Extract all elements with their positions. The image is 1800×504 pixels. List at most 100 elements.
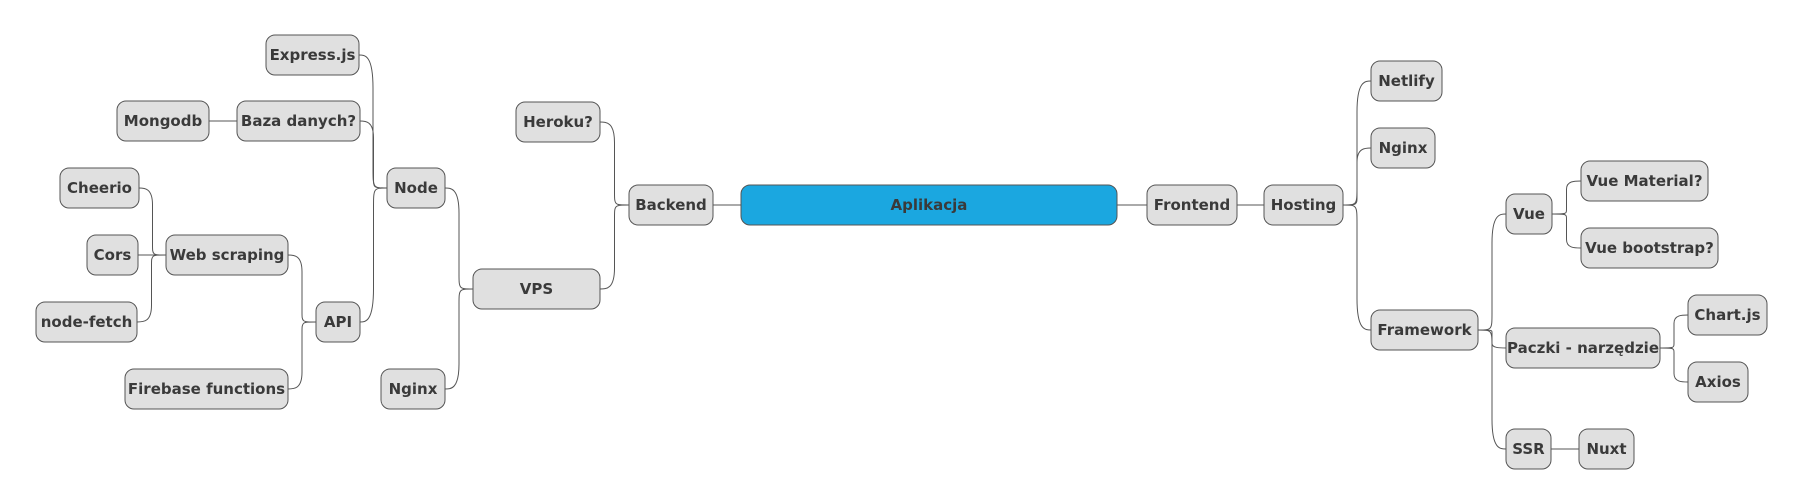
node-box xyxy=(740,184,1118,226)
node-express: Express.js xyxy=(265,34,360,76)
node-nginx-host: Nginx xyxy=(1370,127,1436,169)
node-frontend: Frontend xyxy=(1146,184,1238,226)
node-box xyxy=(59,167,140,209)
node-box xyxy=(515,101,601,143)
edge-node-to-api xyxy=(359,187,388,323)
mind-map-nodes: Aplikacja Backend Heroku? VPS Node Express.js… xyxy=(35,34,1768,470)
node-box xyxy=(315,301,361,343)
node-firebase: Firebase functions xyxy=(124,368,289,410)
edge-vue-to-vuematerial xyxy=(1551,180,1582,215)
node-nuxt: Nuxt xyxy=(1578,428,1635,470)
node-box xyxy=(628,184,714,226)
node-axios: Axios xyxy=(1687,361,1749,403)
edge-webscraping-to-cheerio xyxy=(138,187,167,256)
node-label: VPS xyxy=(520,280,553,298)
node-label: Cheerio xyxy=(67,179,132,197)
edge-api-to-firebase xyxy=(287,321,317,390)
node-box xyxy=(165,234,289,276)
node-box xyxy=(116,100,210,142)
node-box xyxy=(1263,184,1344,226)
node-box xyxy=(386,167,446,209)
node-box xyxy=(35,301,138,343)
root-node: Aplikacja xyxy=(740,184,1118,226)
node-hosting: Hosting xyxy=(1263,184,1344,226)
node-label: Heroku? xyxy=(523,113,593,131)
connector-lines xyxy=(136,54,1689,450)
node-label: Vue xyxy=(1513,205,1545,223)
node-box xyxy=(1370,309,1479,351)
node-box xyxy=(1687,361,1749,403)
node-box xyxy=(1370,60,1443,102)
node-mongodb: Mongodb xyxy=(116,100,210,142)
node-box xyxy=(236,100,361,142)
node-label: Vue bootstrap? xyxy=(1585,239,1714,257)
node-label: Framework xyxy=(1377,321,1472,339)
node-vuematerial: Vue Material? xyxy=(1580,160,1709,202)
node-box xyxy=(1578,428,1635,470)
node-label: API xyxy=(324,313,352,331)
node-label: Express.js xyxy=(270,46,356,64)
node-label: Hosting xyxy=(1271,196,1337,214)
node-nginx-vps: Nginx xyxy=(380,368,446,410)
edge-vps-to-node xyxy=(444,187,474,290)
node-label: Baza danych? xyxy=(241,112,356,130)
node-cheerio: Cheerio xyxy=(59,167,140,209)
node-netlify: Netlify xyxy=(1370,60,1443,102)
node-chartjs: Chart.js xyxy=(1687,294,1768,336)
edge-vps-to-nginx-vps xyxy=(444,288,474,390)
node-label: Firebase functions xyxy=(128,380,285,398)
node-box xyxy=(1370,127,1436,169)
node-label: SSR xyxy=(1512,440,1545,458)
edge-hosting-to-nginx-host xyxy=(1342,147,1372,206)
node-label: Paczki - narzędzie xyxy=(1507,339,1659,357)
node-ssr: SSR xyxy=(1505,428,1552,470)
node-label: node-fetch xyxy=(41,313,133,331)
node-vuebootstrap: Vue bootstrap? xyxy=(1580,227,1719,269)
node-nodefetch: node-fetch xyxy=(35,301,138,343)
node-box xyxy=(472,268,601,310)
node-heroku: Heroku? xyxy=(515,101,601,143)
node-box xyxy=(1505,428,1552,470)
node-label: Cors xyxy=(94,246,132,264)
node-vue: Vue xyxy=(1505,193,1553,235)
node-label: Axios xyxy=(1695,373,1741,391)
node-box xyxy=(265,34,360,76)
edge-framework-to-vue xyxy=(1477,213,1507,331)
node-label: Node xyxy=(394,179,438,197)
node-label: Vue Material? xyxy=(1586,172,1702,190)
node-box xyxy=(1687,294,1768,336)
edge-framework-to-ssr xyxy=(1477,329,1507,450)
node-label: Mongodb xyxy=(124,112,203,130)
node-box xyxy=(380,368,446,410)
node-box xyxy=(1505,193,1553,235)
node-box xyxy=(1580,227,1719,269)
node-label: Backend xyxy=(635,196,707,214)
node-box xyxy=(86,234,139,276)
node-webscraping: Web scraping xyxy=(165,234,289,276)
edge-paczki-to-axios xyxy=(1659,347,1689,383)
node-cors: Cors xyxy=(86,234,139,276)
node-box xyxy=(1146,184,1238,226)
node-api: API xyxy=(315,301,361,343)
node-label: Aplikacja xyxy=(891,196,968,214)
edge-hosting-to-framework xyxy=(1342,204,1372,331)
edge-backend-to-heroku xyxy=(599,121,630,206)
node-label: Nginx xyxy=(389,380,438,398)
node-label: Frontend xyxy=(1154,196,1230,214)
node-box xyxy=(1580,160,1709,202)
node-label: Nginx xyxy=(1379,139,1428,157)
edge-backend-to-vps xyxy=(599,204,630,290)
edge-paczki-to-chartjs xyxy=(1659,314,1689,349)
node-box xyxy=(1505,327,1661,369)
edge-vue-to-vuebootstrap xyxy=(1551,213,1582,249)
node-paczki: Paczki - narzędzie xyxy=(1505,327,1661,369)
edge-node-to-baza xyxy=(359,120,388,189)
node-backend: Backend xyxy=(628,184,714,226)
edge-webscraping-to-nodefetch xyxy=(136,254,167,323)
node-label: Netlify xyxy=(1378,72,1435,90)
node-label: Web scraping xyxy=(170,246,285,264)
node-baza: Baza danych? xyxy=(236,100,361,142)
node-box xyxy=(124,368,289,410)
node-vps: VPS xyxy=(472,268,601,310)
